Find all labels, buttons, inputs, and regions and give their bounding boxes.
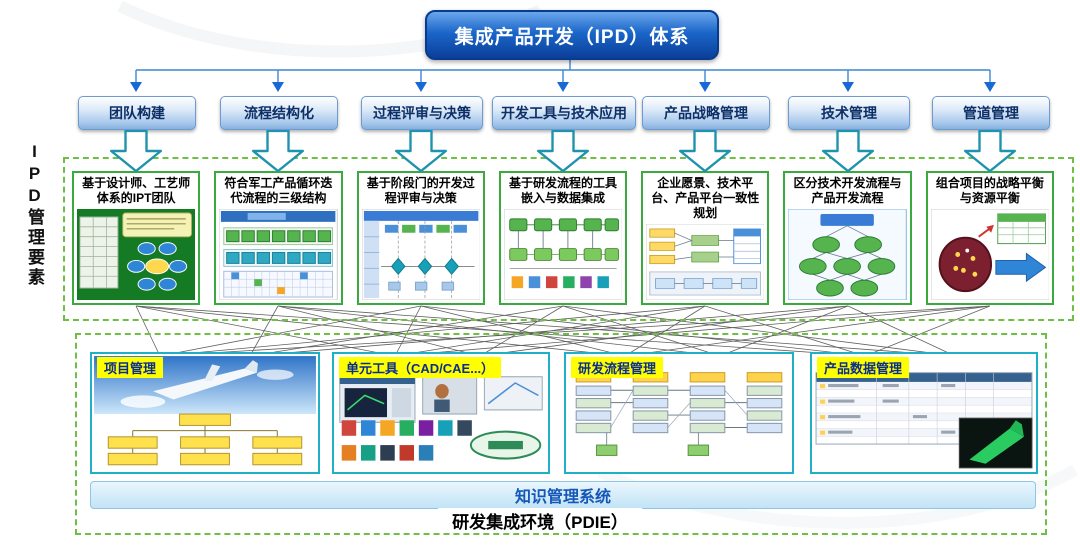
- pdm-image: [812, 354, 1036, 472]
- down-block-arrow-icon: [251, 130, 305, 172]
- element-box-stage-gate-review: 基于阶段门的开发过程评审与决策: [356, 171, 485, 305]
- down-block-arrow-icon: [821, 130, 875, 172]
- down-block-arrow-icon: [109, 130, 163, 172]
- panel-project-management: 项目管理: [90, 352, 320, 474]
- thumb-three-level-structure-image: [219, 209, 338, 300]
- element-box-ipt-team: 基于设计师、工艺师体系的IPT团队: [72, 171, 201, 305]
- panel-product-data-management: 产品数据管理: [810, 352, 1038, 474]
- panel-unit-tools: 单元工具（CAD/CAE...）: [332, 352, 550, 474]
- side-label-ipd-elements: IPD管理要素: [25, 142, 44, 288]
- element-box-portfolio-balance: 组合项目的战略平衡与资源平衡: [925, 171, 1054, 305]
- panel-label-unit-tools: 单元工具（CAD/CAE...）: [339, 357, 502, 378]
- fan-arrowheads: [130, 82, 996, 92]
- panel-label-rd-process: 研发流程管理: [571, 357, 664, 378]
- element-title: 基于设计师、工艺师体系的IPT团队: [82, 176, 191, 205]
- element-title: 企业愿景、技术平台、产品平台一致性规划: [651, 176, 760, 220]
- knowledge-management-bar: 知识管理系统: [90, 481, 1036, 509]
- element-box-tech-vs-product-process: 区分技术开发流程与产品开发流程: [783, 171, 912, 305]
- element-box-vision-platform-planning: 企业愿景、技术平台、产品平台一致性规划: [641, 171, 770, 305]
- category-box-team-building: 团队构建: [78, 96, 196, 130]
- category-box-technology-mgmt: 技术管理: [788, 96, 910, 130]
- thumb-ipt-team-image: [77, 209, 196, 300]
- panel-label-pdm: 产品数据管理: [817, 357, 910, 378]
- thumb-stage-gate-image: [361, 209, 480, 300]
- element-box-three-level-structure: 符合军工产品循环迭代流程的三级结构: [214, 171, 343, 305]
- category-box-review-decision: 过程评审与决策: [361, 96, 483, 130]
- element-title: 区分技术开发流程与产品开发流程: [793, 176, 902, 205]
- element-box-tool-embedding: 基于研发流程的工具嵌入与数据集成: [498, 171, 628, 305]
- down-block-arrow-icon: [394, 130, 448, 172]
- element-title: 组合项目的战略平衡与资源平衡: [935, 176, 1044, 205]
- category-box-process-structuring: 流程结构化: [220, 96, 338, 130]
- category-box-dev-tools: 开发工具与技术应用: [492, 96, 636, 130]
- element-title: 基于阶段门的开发过程评审与决策: [366, 176, 475, 205]
- environment-title: 研发集成环境（PDIE）: [438, 508, 642, 533]
- category-box-product-strategy: 产品战略管理: [642, 96, 770, 130]
- down-block-arrow-icon: [536, 130, 590, 172]
- category-box-pipeline-mgmt: 管道管理: [932, 96, 1050, 130]
- diagram-title: 集成产品开发（IPD）体系: [425, 10, 719, 60]
- element-title: 基于研发流程的工具嵌入与数据集成: [508, 176, 617, 205]
- down-block-arrow-icon: [678, 130, 732, 172]
- panel-rd-process-management: 研发流程管理: [564, 352, 794, 474]
- panel-label-project-management: 项目管理: [97, 357, 164, 378]
- thumb-tool-embedding-image: [503, 209, 623, 300]
- thumb-vision-planning-image: [646, 224, 765, 300]
- thumb-portfolio-balance-image: [930, 209, 1049, 300]
- element-title: 符合军工产品循环迭代流程的三级结构: [224, 176, 333, 205]
- element-boxes-row: 基于设计师、工艺师体系的IPT团队 符: [72, 171, 1054, 305]
- down-block-arrow-icon: [963, 130, 1017, 172]
- thumb-tech-vs-product-image: [788, 209, 907, 300]
